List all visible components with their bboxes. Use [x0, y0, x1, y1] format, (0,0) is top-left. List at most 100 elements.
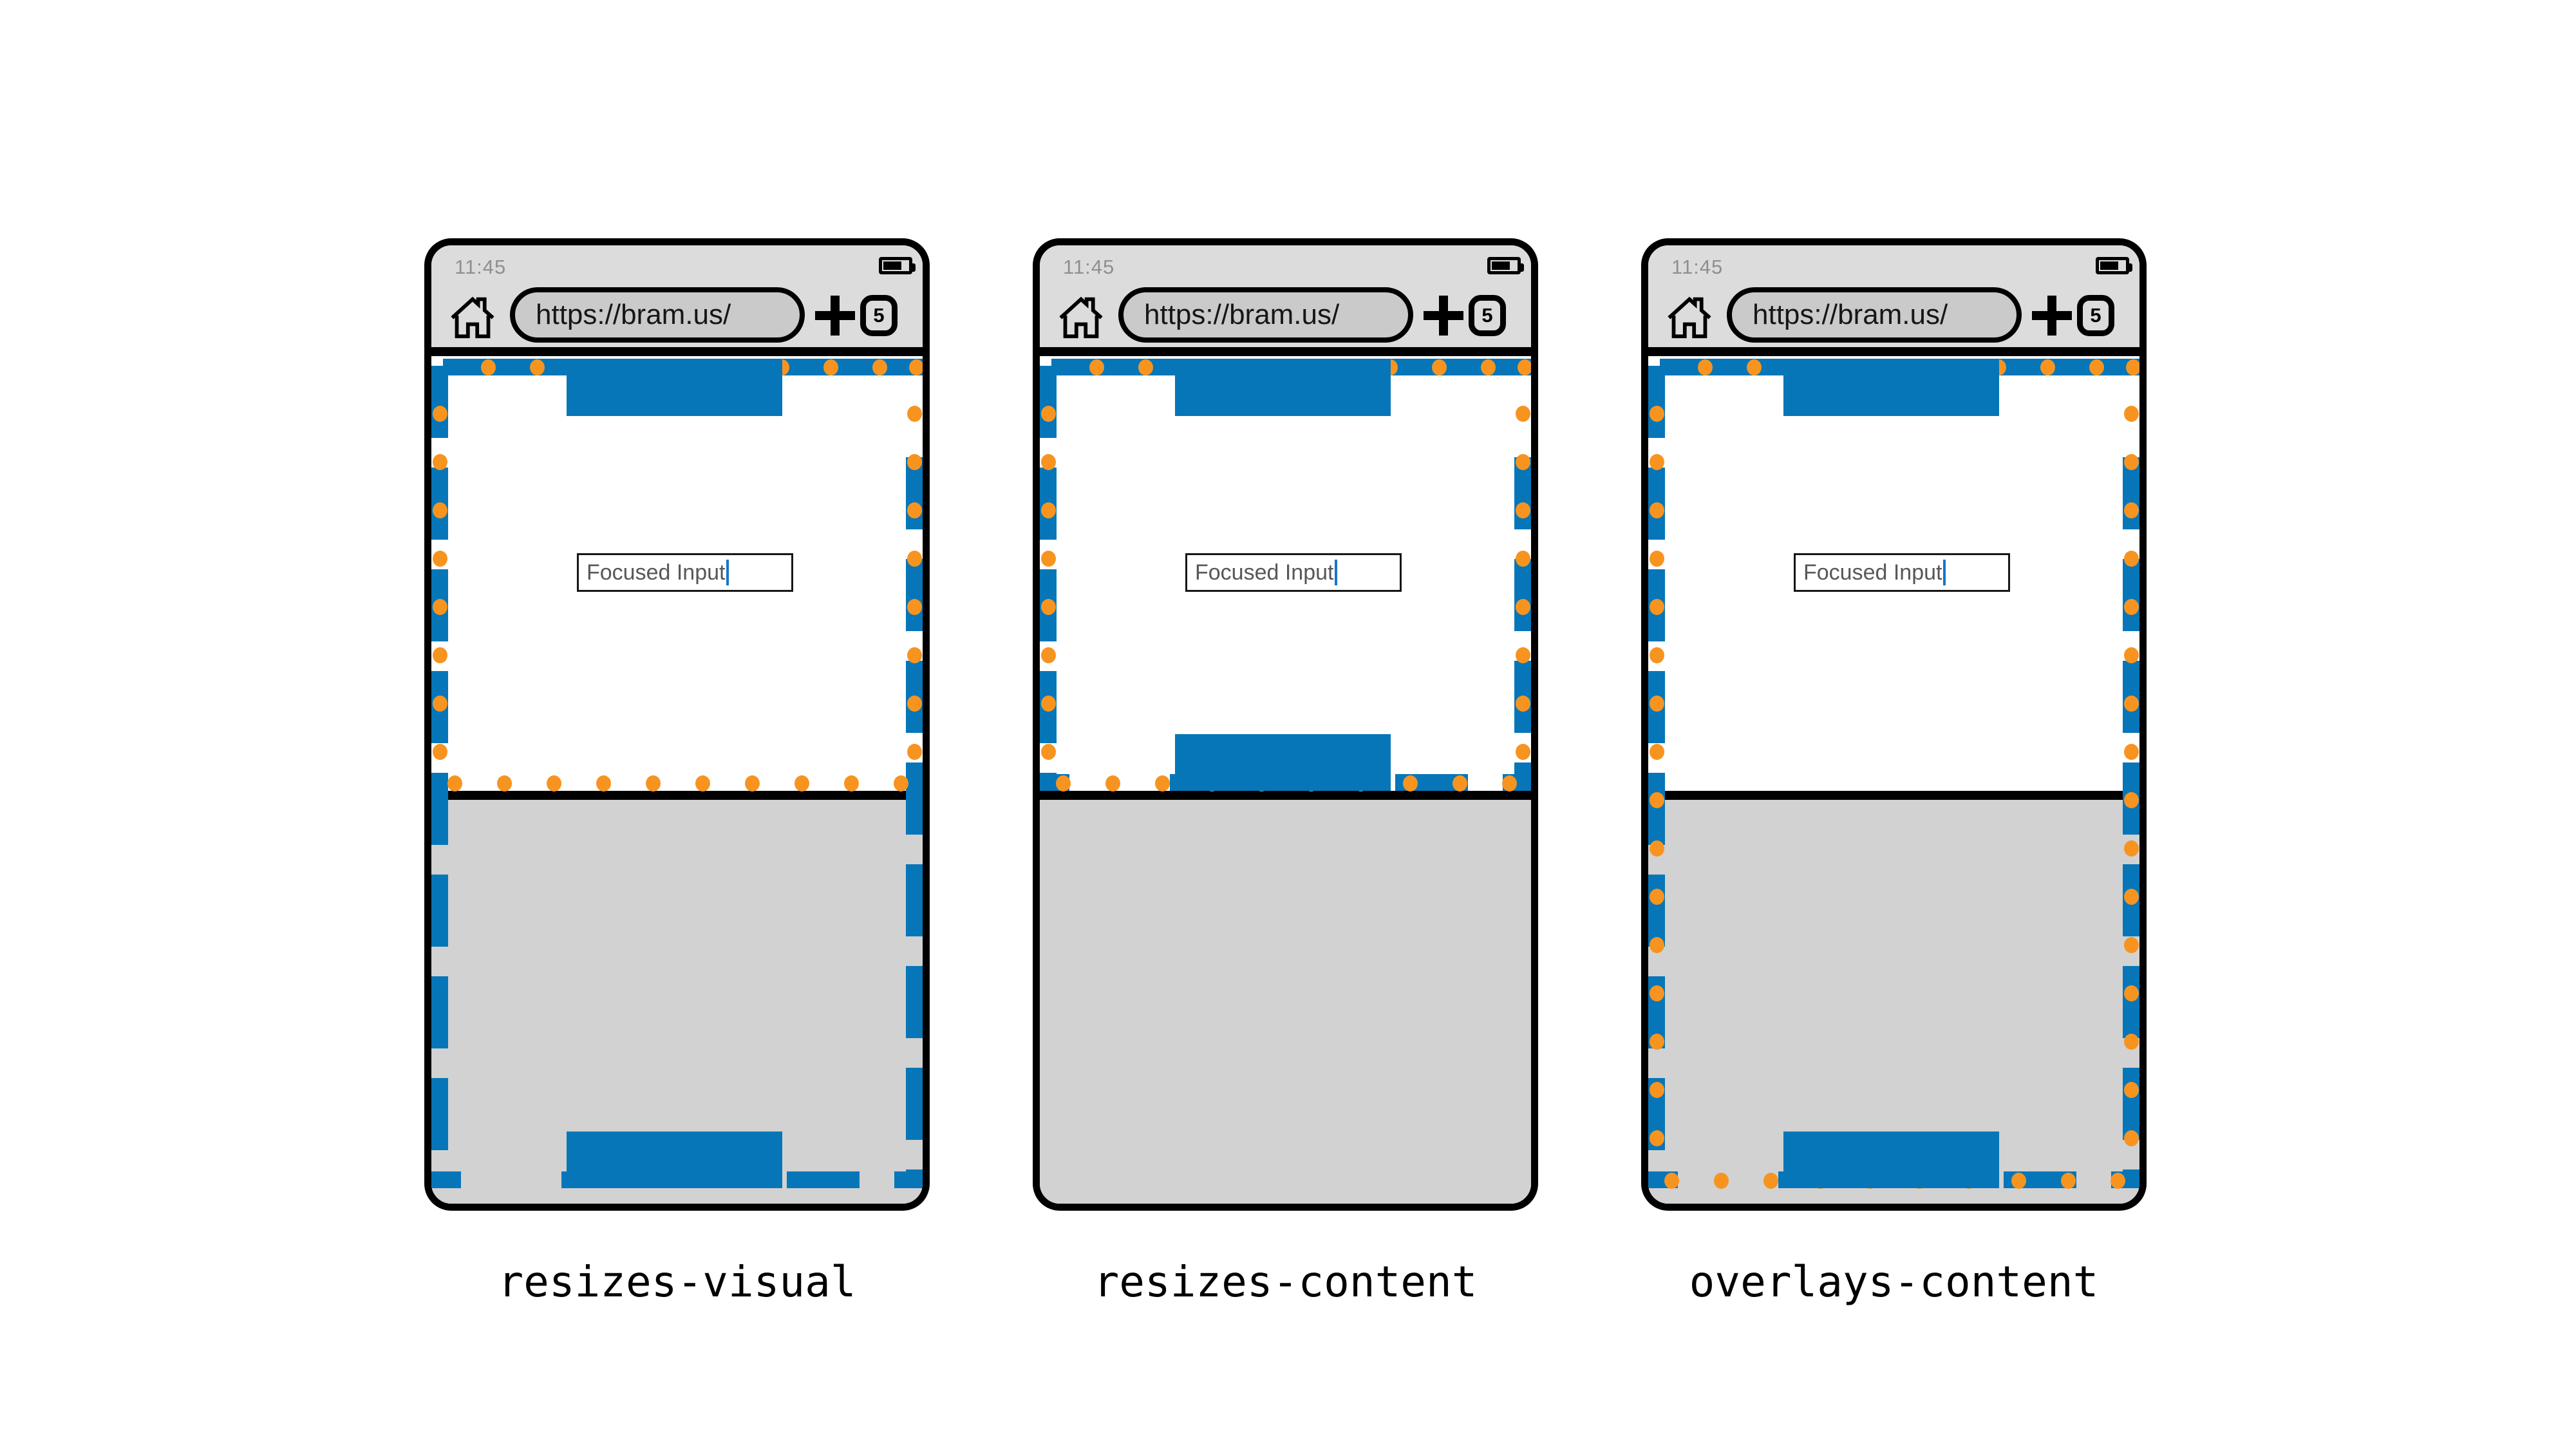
page-border-dash-right	[2123, 559, 2139, 631]
viewport-dot	[907, 406, 922, 422]
page-border-dash-bottom	[787, 1171, 860, 1188]
viewport-dot	[872, 359, 887, 375]
battery-icon	[2096, 257, 2132, 274]
viewport-dot	[1516, 647, 1530, 663]
viewport-dot	[1089, 359, 1104, 375]
viewport-dot	[1650, 1082, 1664, 1098]
viewport-dot	[2124, 551, 2139, 567]
viewport-dot	[1041, 744, 1056, 760]
new-tab-icon[interactable]	[2032, 296, 2072, 336]
viewport-dot	[1056, 775, 1071, 791]
plus-bar-v	[1439, 296, 1448, 336]
caption-resizes-content: resizes-content	[1093, 1257, 1478, 1307]
viewport-dot	[2124, 647, 2139, 663]
url-bar[interactable]: https://bram.us/	[510, 287, 805, 343]
viewport-dot	[1650, 792, 1664, 808]
url-text: https://bram.us/	[536, 299, 731, 330]
new-tab-icon[interactable]	[1424, 296, 1463, 336]
browser-chrome: 11:45 https://bram.us/ 5	[431, 245, 923, 347]
focused-input[interactable]: Focused Input	[1185, 553, 1402, 592]
viewport-dot	[1650, 647, 1664, 663]
viewport-dot	[530, 359, 545, 375]
viewport-dot	[2124, 937, 2139, 953]
page-border-dash-bottom	[894, 1171, 923, 1188]
page-border-dash-bottom	[431, 1171, 461, 1188]
viewport-dot	[1432, 359, 1447, 375]
page-border-dash-left	[431, 1078, 448, 1150]
page-border-dash-right	[1514, 559, 1531, 631]
battery-icon	[1487, 257, 1524, 274]
viewport-dot	[1650, 1130, 1664, 1146]
viewport-dot	[433, 551, 447, 567]
page-border-dash-left	[1648, 875, 1665, 947]
home-icon[interactable]	[1058, 293, 1104, 341]
viewport-dot	[1516, 502, 1530, 518]
status-time: 11:45	[455, 256, 507, 278]
viewport-dot	[907, 696, 922, 712]
viewport-dot	[1763, 1173, 1778, 1189]
page-border-dash-left	[1648, 366, 1665, 438]
viewport-dot	[1518, 359, 1531, 375]
page-border-dash-right	[2123, 966, 2139, 1038]
phone-mockup-resizes-content: 11:45 https://bram.us/ 5 Focused Input	[1033, 238, 1538, 1211]
viewport-dot	[1516, 406, 1530, 422]
viewport-dot	[2126, 359, 2139, 375]
viewport-dot	[1105, 775, 1120, 791]
viewport-dot	[2124, 840, 2139, 857]
viewport-dot	[1650, 889, 1664, 905]
viewport-dot	[1502, 775, 1517, 791]
focused-input[interactable]: Focused Input	[577, 553, 793, 592]
viewport-dot	[1403, 775, 1418, 791]
viewport-dot	[2124, 454, 2139, 470]
viewport-dot	[2124, 1034, 2139, 1050]
toolbar-divider	[431, 347, 923, 356]
viewport-dot	[2061, 1173, 2076, 1189]
viewport-dot	[894, 775, 908, 791]
viewport-dot	[2111, 1173, 2125, 1189]
page-header-block	[567, 359, 782, 416]
tab-counter[interactable]: 5	[1469, 295, 1506, 336]
battery-icon	[879, 257, 916, 274]
page-footer-block	[1175, 734, 1391, 791]
viewport-dot	[1516, 744, 1530, 760]
viewport-dot	[433, 696, 447, 712]
tab-counter[interactable]: 5	[860, 295, 898, 336]
battery-fill	[1492, 261, 1510, 270]
battery-nub	[2129, 263, 2132, 272]
viewport-dot	[1698, 359, 1713, 375]
viewport-dot	[1650, 744, 1664, 760]
viewport-dot	[2124, 406, 2139, 422]
viewport-dot	[1650, 1034, 1664, 1050]
caption-resizes-visual: resizes-visual	[498, 1257, 856, 1307]
new-tab-icon[interactable]	[815, 296, 855, 336]
home-icon[interactable]	[449, 293, 496, 341]
viewport-dot	[907, 599, 922, 615]
page-border-dash-left	[1648, 773, 1665, 845]
url-bar[interactable]: https://bram.us/	[1118, 287, 1413, 343]
viewport-dot	[1453, 775, 1467, 791]
home-icon[interactable]	[1666, 293, 1713, 341]
input-value: Focused Input	[1803, 560, 1942, 585]
viewport-dot	[1650, 937, 1664, 953]
battery-nub	[1520, 263, 1524, 272]
tab-counter[interactable]: 5	[2077, 295, 2114, 336]
viewport-dot	[907, 647, 922, 663]
battery-fill	[883, 261, 901, 270]
url-text: https://bram.us/	[1144, 299, 1340, 330]
viewport-dot	[433, 406, 447, 422]
viewport-dot	[1155, 775, 1170, 791]
viewport-dot	[447, 775, 462, 791]
viewport-dot	[2124, 1082, 2139, 1098]
page-border-dash-right	[2123, 1068, 2139, 1140]
viewport-dot	[1747, 359, 1762, 375]
viewport-dot	[1516, 696, 1530, 712]
viewport-dot	[1041, 696, 1056, 712]
viewport-dot	[2011, 1173, 2026, 1189]
focused-input[interactable]: Focused Input	[1794, 553, 2010, 592]
viewport-dot	[2124, 696, 2139, 712]
url-bar[interactable]: https://bram.us/	[1727, 287, 2022, 343]
page-border-dash-right	[906, 762, 923, 835]
viewport-dot	[1650, 840, 1664, 857]
page-border-dash-right	[906, 1068, 923, 1140]
